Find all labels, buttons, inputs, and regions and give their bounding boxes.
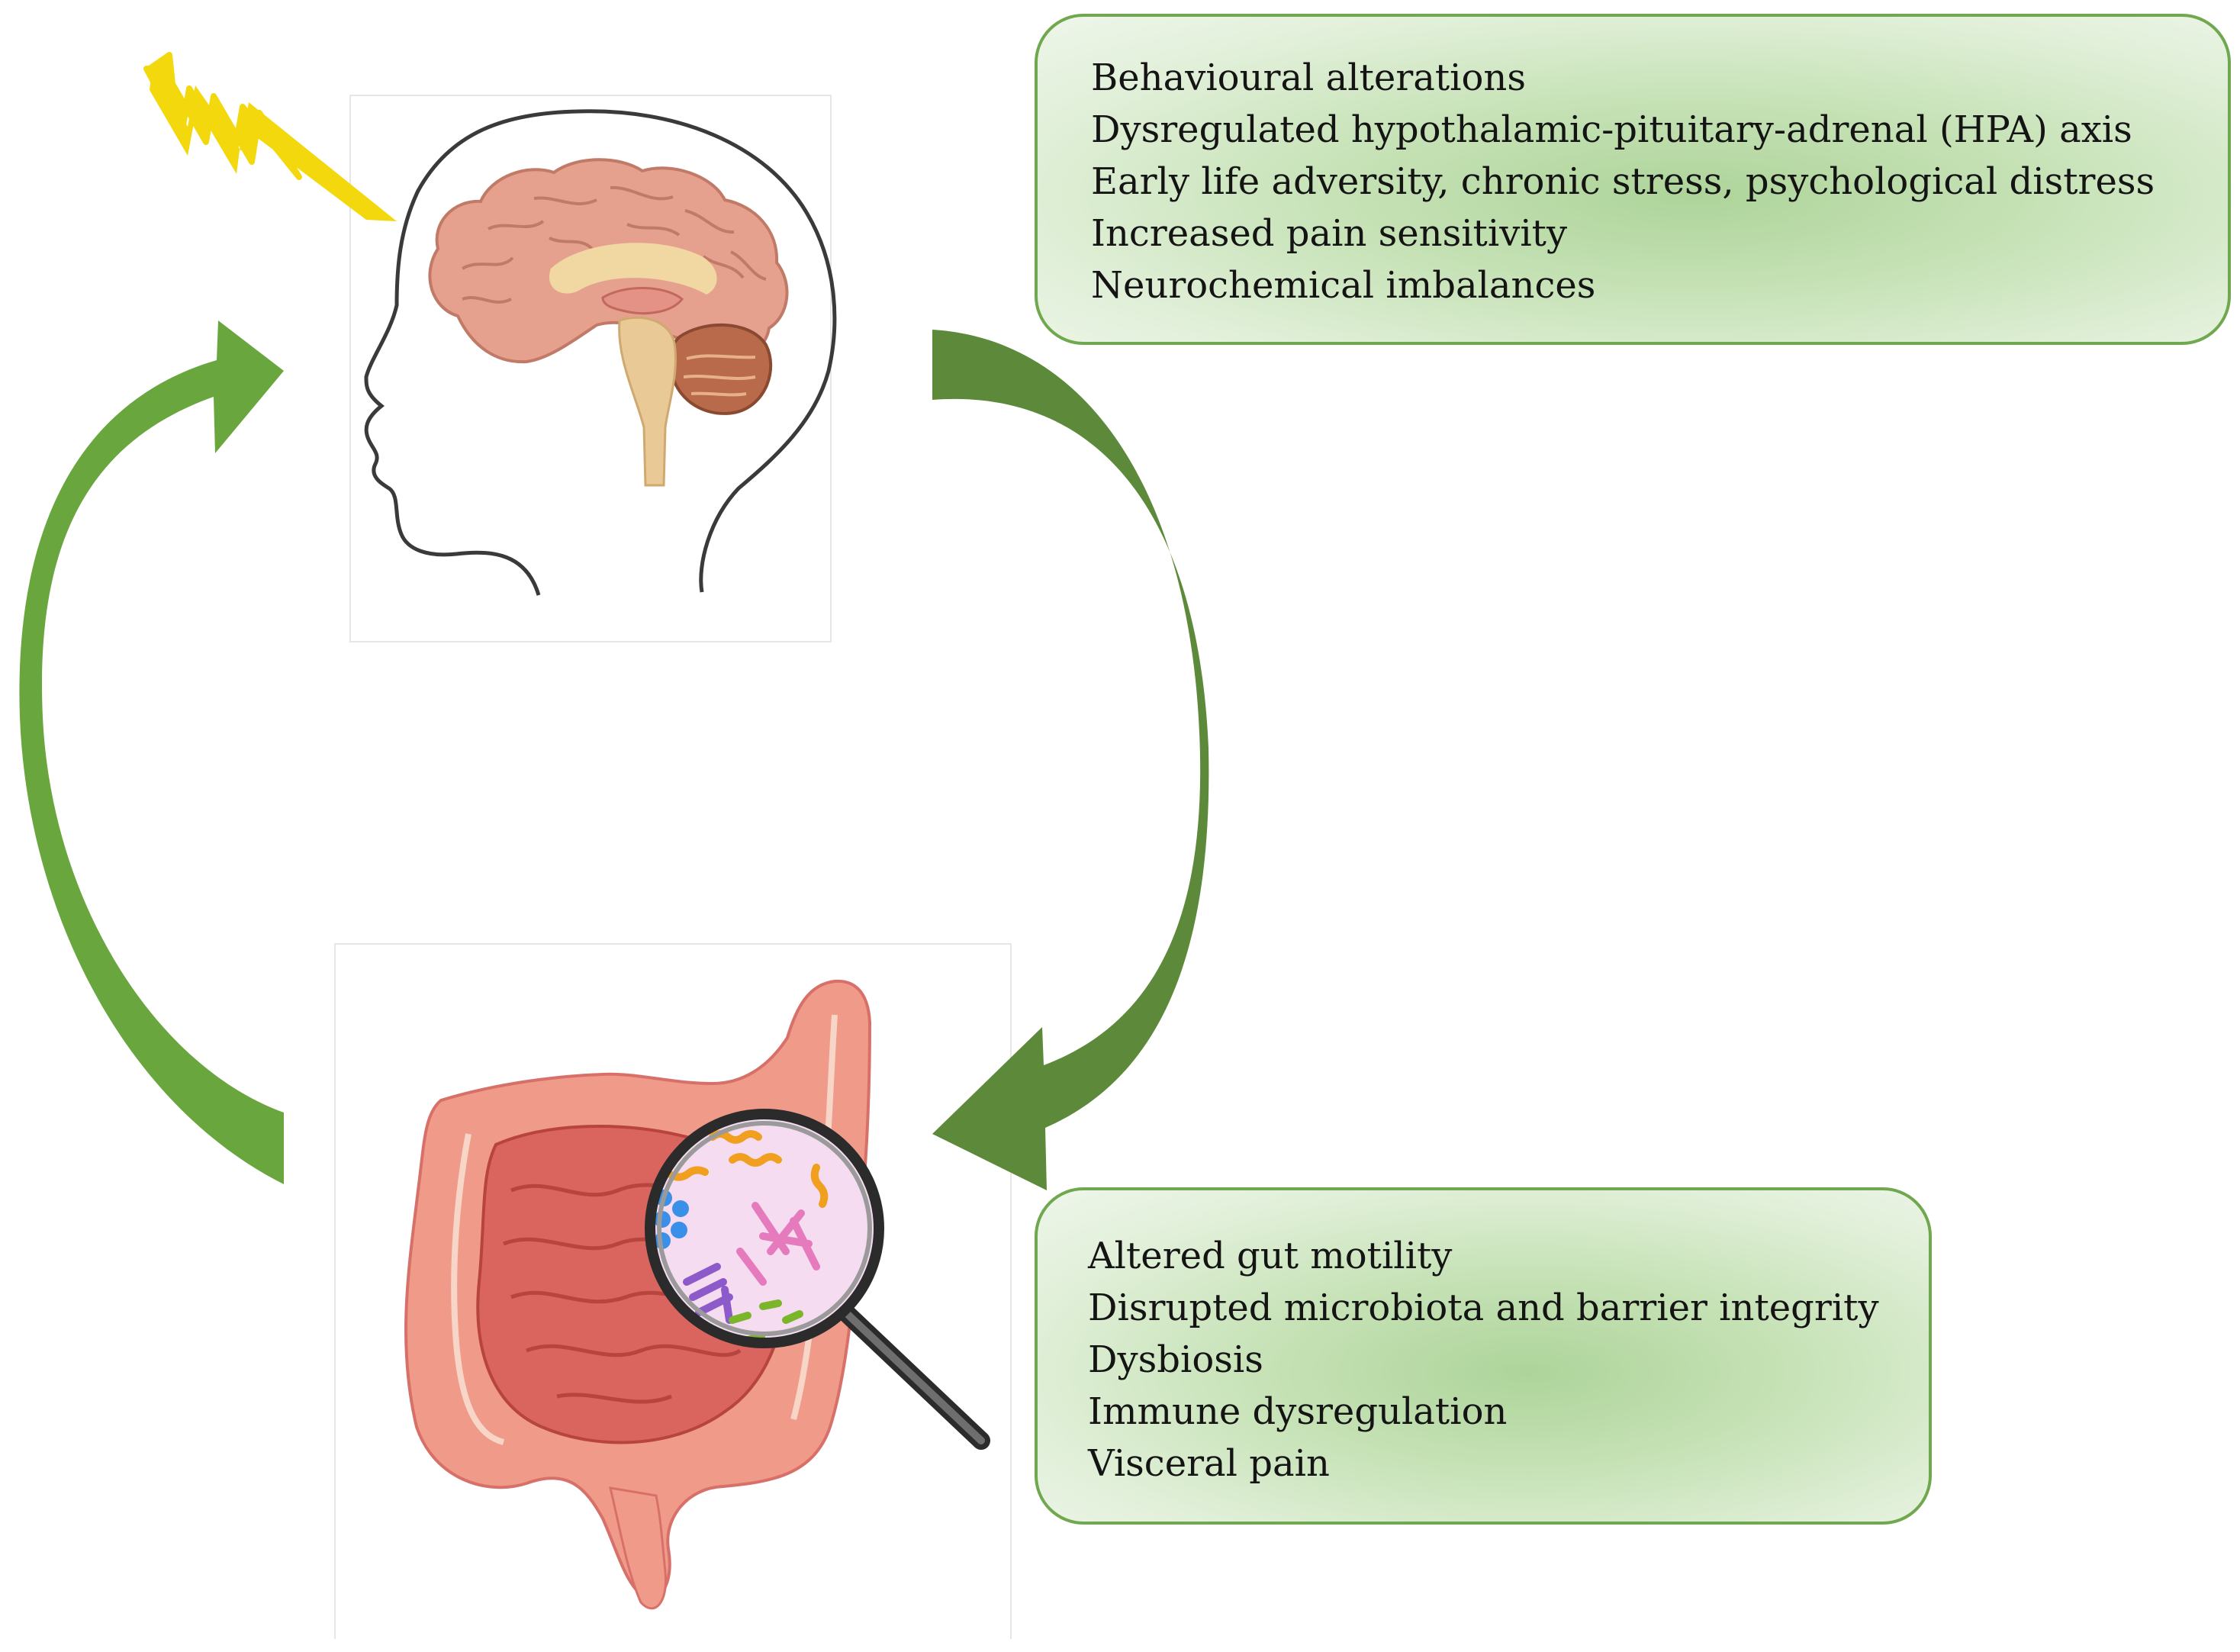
gut-factors-box: Altered gut motility Disrupted microbiot… — [1035, 1187, 1932, 1525]
gut-factor-item: Disrupted microbiota and barrier integri… — [1088, 1286, 1879, 1329]
lightning-bolt-icon — [114, 52, 397, 221]
gut-factors-list: Altered gut motility Disrupted microbiot… — [1088, 1230, 1929, 1489]
brain-factor-item: Behavioural alterations — [1091, 56, 1526, 99]
gut-factor-item: Altered gut motility — [1088, 1235, 1453, 1277]
gut-to-brain-arrow — [19, 320, 284, 1184]
gut-factor-item: Immune dysregulation — [1088, 1390, 1508, 1433]
brain-factor-item: Dysregulated hypothalamic-pituitary-adre… — [1091, 108, 2132, 151]
brain-to-gut-arrow — [932, 330, 1209, 1190]
brain-factor-item: Neurochemical imbalances — [1091, 264, 1596, 307]
gut-factor-item: Visceral pain — [1088, 1442, 1330, 1485]
brain-factor-item: Early life adversity, chronic stress, ps… — [1091, 160, 2155, 203]
head-brain-icon — [364, 109, 837, 596]
gut-factor-item: Dysbiosis — [1088, 1338, 1263, 1381]
brain-factor-item: Increased pain sensitivity — [1091, 212, 1568, 255]
brain-factors-list: Behavioural alterations Dysregulated hyp… — [1091, 52, 2228, 311]
magnifier-icon — [645, 1109, 990, 1450]
brain-factors-box: Behavioural alterations Dysregulated hyp… — [1035, 14, 2231, 345]
